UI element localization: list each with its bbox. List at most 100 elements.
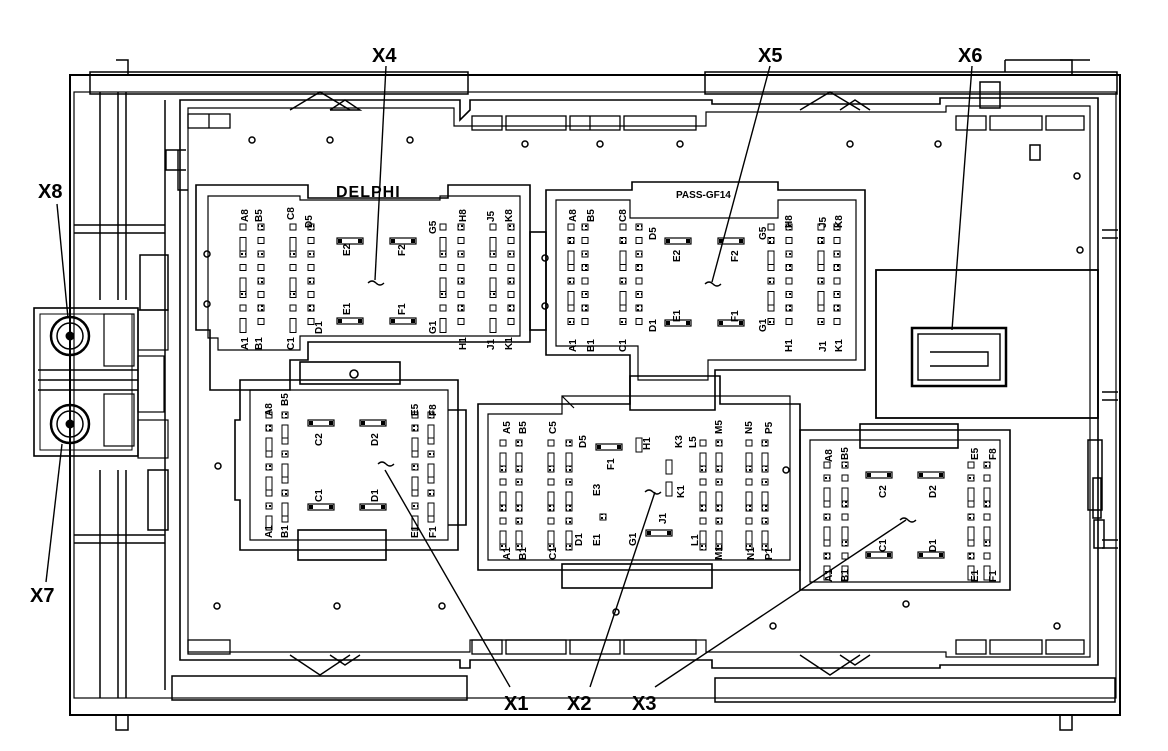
terminal-cavity — [581, 264, 589, 271]
terminal-cavity — [499, 439, 507, 447]
terminal-cavity — [257, 291, 265, 298]
terminal-cavity — [507, 237, 515, 244]
pin-label-x2: L1 — [690, 534, 701, 546]
fuse-contact — [361, 505, 365, 509]
terminal-cavity — [499, 478, 507, 486]
terminal-cavity — [767, 318, 775, 325]
fuse-slot — [389, 237, 417, 245]
terminal-cavity — [257, 264, 265, 271]
pin-label-x4: A1 — [240, 337, 251, 350]
terminal-cavity — [635, 250, 643, 258]
terminal-cavity — [499, 465, 507, 473]
terminal-cavity — [823, 487, 831, 503]
terminal-cavity — [411, 411, 419, 419]
fuse-contact — [686, 321, 690, 325]
terminal-cavity — [983, 565, 991, 581]
terminal-cavity — [761, 439, 769, 447]
fuse-contact — [381, 505, 385, 509]
terminal-cavity — [489, 291, 497, 298]
terminal-cavity — [635, 304, 643, 312]
fuse-contact — [597, 445, 601, 449]
terminal-cavity — [239, 237, 247, 252]
terminal-cavity — [507, 223, 515, 231]
pin-label-x4: D5 — [304, 215, 315, 228]
terminal-cavity — [761, 517, 769, 525]
pin-label-x3: F1 — [988, 570, 999, 582]
pin-label-x5: D1 — [648, 319, 659, 332]
pin-label-x1: D1 — [370, 489, 381, 502]
terminal-cavity — [507, 264, 515, 271]
pin-label-x2: H1 — [642, 437, 653, 450]
antenna-connector-block — [33, 307, 169, 459]
terminal-cavity — [257, 237, 265, 244]
terminal-cavity — [967, 474, 975, 482]
terminal-cavity — [515, 543, 523, 551]
terminal-cavity — [281, 489, 289, 497]
terminal-cavity — [289, 250, 297, 258]
terminal-cavity — [767, 250, 775, 266]
terminal-cavity — [715, 517, 723, 525]
fuse-slot — [307, 419, 335, 427]
pin-label-x3: C2 — [878, 485, 889, 498]
fuse-contact — [887, 473, 891, 477]
terminal-cavity — [841, 552, 849, 560]
terminal-cavity — [439, 237, 447, 252]
terminal-cavity — [761, 530, 769, 546]
terminal-cavity — [967, 539, 975, 547]
terminal-cavity — [281, 437, 289, 445]
connector-x6 — [875, 269, 1099, 419]
fuse-slot — [389, 317, 417, 325]
pin-label-x4: G5 — [428, 220, 439, 234]
terminal-cavity — [619, 223, 627, 231]
terminal-cavity — [567, 250, 575, 266]
fuse-contact — [361, 421, 365, 425]
terminal-cavity — [817, 237, 825, 244]
terminal-cavity — [619, 318, 627, 325]
terminal-cavity — [507, 250, 515, 258]
terminal-cavity — [635, 437, 643, 453]
terminal-cavity — [307, 277, 315, 285]
terminal-cavity — [841, 474, 849, 482]
pin-label-x5: K1 — [834, 339, 845, 352]
pin-label-x5: A8 — [568, 209, 579, 222]
terminal-cavity — [239, 223, 247, 231]
pin-label-x2: M5 — [714, 420, 725, 434]
connector-x3 — [799, 423, 1011, 591]
terminal-cavity — [565, 517, 573, 525]
pin-label-x5: J1 — [818, 340, 829, 352]
terminal-cavity — [745, 543, 753, 551]
terminal-cavity — [257, 277, 265, 285]
terminal-cavity — [507, 318, 515, 325]
terminal-cavity — [489, 318, 497, 333]
fuse-contact — [647, 531, 651, 535]
pin-label-x2: C1 — [548, 547, 559, 560]
terminal-cavity — [699, 504, 707, 512]
fuse-slot — [865, 471, 893, 479]
terminal-cavity — [767, 291, 775, 306]
pin-label-x3: E1 — [970, 569, 981, 582]
terminal-cavity — [823, 526, 831, 542]
terminal-cavity — [265, 411, 273, 419]
terminal-cavity — [715, 491, 723, 507]
terminal-cavity — [785, 304, 793, 312]
terminal-cavity — [427, 502, 435, 518]
pin-label-x2: E3 — [592, 483, 603, 496]
terminal-cavity — [841, 565, 849, 581]
terminal-cavity — [841, 487, 849, 503]
terminal-cavity — [411, 463, 419, 471]
pin-label-x2: A5 — [502, 421, 513, 434]
fuse-contact — [739, 239, 743, 243]
fuse-contact — [358, 319, 362, 323]
top-terminal-slots — [187, 113, 1085, 655]
fuse-contact — [719, 239, 723, 243]
pin-label-x5: F2 — [730, 250, 741, 262]
part-number-label: PASS-GF14 — [676, 190, 731, 201]
terminal-cavity — [817, 223, 825, 231]
pin-label-x2: C5 — [548, 421, 559, 434]
terminal-cavity — [515, 504, 523, 512]
terminal-cavity — [715, 452, 723, 468]
fuse-contact — [411, 319, 415, 323]
terminal-cavity — [823, 552, 831, 560]
terminal-cavity — [619, 237, 627, 244]
